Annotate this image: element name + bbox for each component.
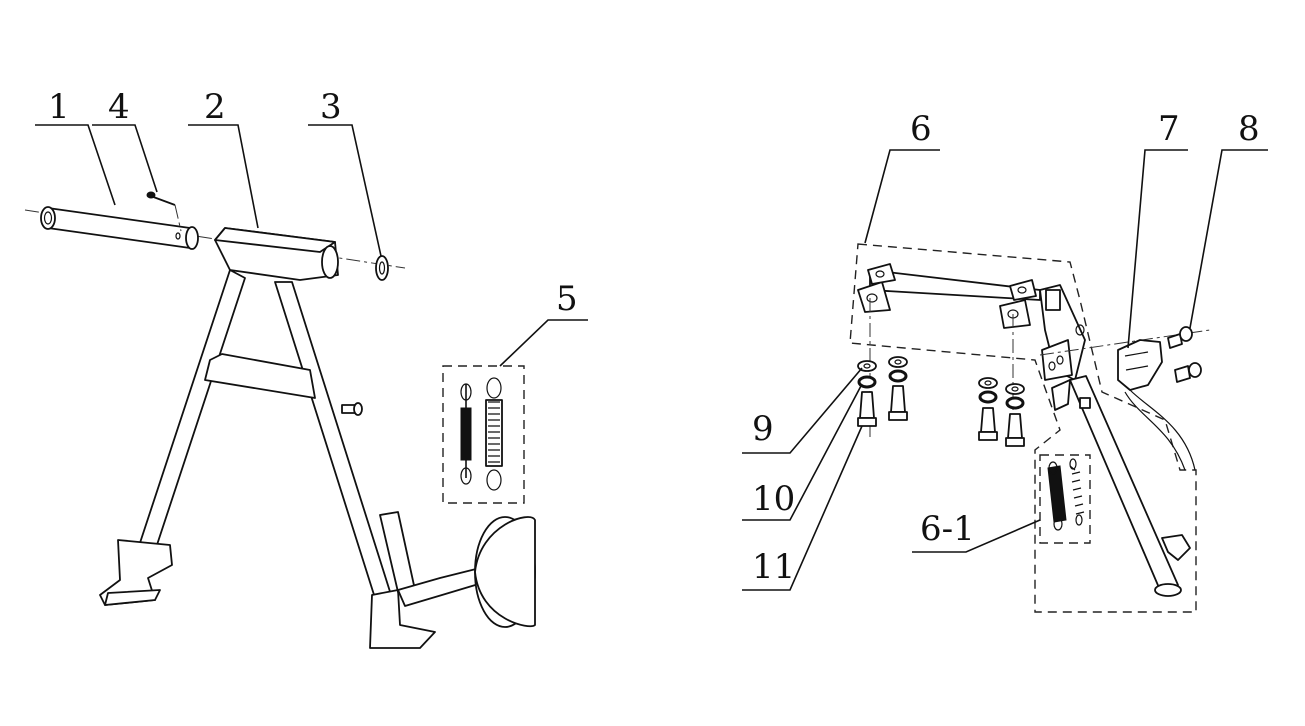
- callout-1: 1: [35, 87, 116, 206]
- part-3-washer: [375, 255, 389, 281]
- callout-label-10: 10: [752, 479, 795, 519]
- part-2-stand-body: [99, 227, 536, 649]
- callout-11: 11: [742, 425, 863, 591]
- callout-label-1: 1: [48, 87, 70, 127]
- side-stand-leg: [1069, 375, 1191, 597]
- callout-10: 10: [742, 383, 863, 521]
- callout-label-4: 4: [108, 87, 130, 127]
- callout-label-6-1: 6-1: [920, 509, 975, 549]
- part-11-bolts: [857, 385, 1025, 447]
- callout-label-8: 8: [1238, 109, 1260, 149]
- part-6-side-stand-bracket: [857, 263, 1086, 411]
- callout-2: 2: [188, 87, 259, 229]
- part-4-cotter-pin: [146, 191, 182, 232]
- callout-8: 8: [1189, 109, 1268, 329]
- callout-label-9: 9: [752, 409, 774, 449]
- callout-label-5: 5: [556, 279, 578, 319]
- part-7-side-stand-switch: [1117, 339, 1196, 471]
- side-stand-assembly: 6 7 8 9 10 11 6-1: [742, 109, 1268, 613]
- callout-6: 6: [864, 109, 940, 244]
- callout-4: 4: [92, 87, 158, 193]
- pivot-axis-line: [24, 209, 406, 269]
- part-5-spring-set: [442, 365, 525, 504]
- callout-label-7: 7: [1158, 109, 1180, 149]
- callout-label-11: 11: [752, 547, 795, 587]
- callout-5: 5: [499, 279, 588, 367]
- part-10-lock-washers: [857, 369, 1025, 410]
- callout-label-3: 3: [320, 87, 342, 127]
- callout-label-6: 6: [910, 109, 932, 149]
- callout-3: 3: [308, 87, 382, 257]
- callout-9: 9: [742, 367, 863, 454]
- part-1-pivot-pin: [40, 206, 199, 250]
- part-8-screws: [1167, 326, 1202, 383]
- callout-label-2: 2: [204, 87, 226, 127]
- part-6-1-spring-set: [1039, 454, 1091, 544]
- part-6-group-outline: [849, 243, 1197, 613]
- main-stand-assembly: 1 4 2 3 5: [24, 87, 588, 649]
- callout-6-1: 6-1: [912, 509, 1041, 553]
- callout-7: 7: [1127, 109, 1188, 349]
- part-9-washers: [857, 356, 1025, 395]
